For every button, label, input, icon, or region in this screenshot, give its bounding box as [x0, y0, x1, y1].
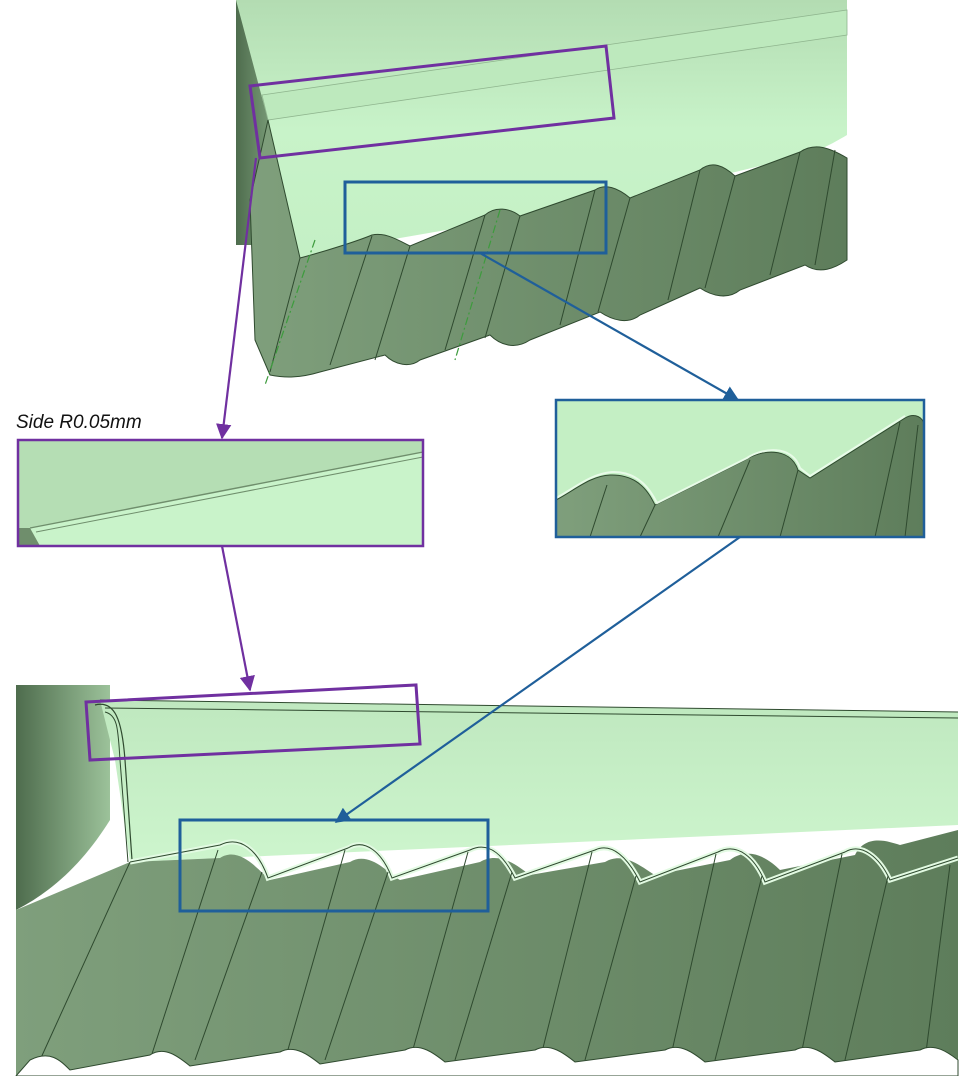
arrow-icon	[479, 252, 740, 401]
arrow-icon	[216, 157, 258, 440]
original-model-view	[236, 0, 848, 390]
side-edge-highlight-bottom	[84, 683, 422, 762]
side-fillet-detail-view	[16, 438, 425, 548]
arrow-icon	[334, 536, 741, 823]
top-face	[236, 0, 847, 258]
side-fillet-label: Side R0.05mm	[16, 412, 142, 433]
tooth-fillet-detail-view	[554, 398, 926, 539]
side-edge-highlight-top	[248, 44, 616, 160]
teeth-side-face	[249, 119, 848, 378]
tooth-highlight-top	[343, 180, 608, 255]
side-fillet-frame	[16, 438, 425, 548]
tooth-highlight-bottom	[178, 818, 490, 913]
cylinder-body-bottom	[16, 685, 110, 910]
arrow-icon	[220, 545, 255, 692]
